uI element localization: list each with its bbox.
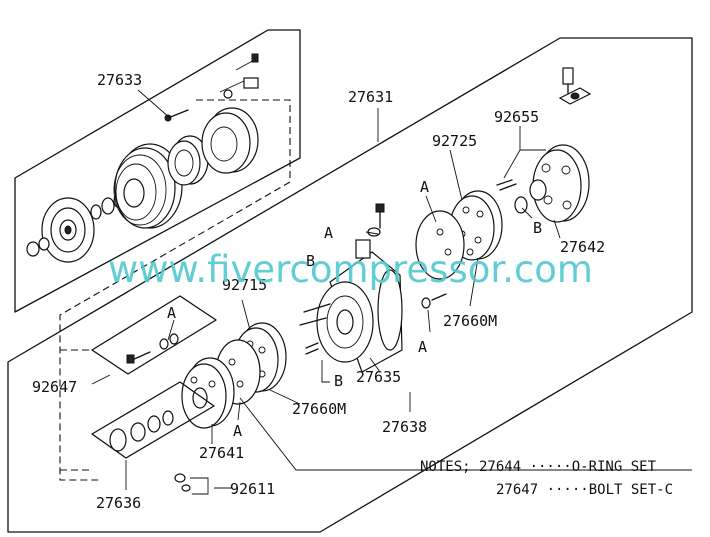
label-92655: 92655	[494, 108, 539, 126]
dashed-guides	[59, 99, 291, 481]
main-assembly-box	[7, 37, 693, 533]
rear-head	[529, 144, 590, 223]
screw-left	[164, 109, 189, 122]
label-a-rear: A	[420, 178, 429, 196]
side-screw	[421, 293, 447, 309]
notes-line-2: 27647 ·····BOLT SET-C	[496, 482, 673, 498]
notes-line-1: NOTES; 27644 ·····O-RING SET	[420, 459, 657, 475]
label-27631: 27631	[348, 88, 393, 106]
label-b-body: B	[306, 252, 315, 270]
label-92725: 92725	[432, 132, 477, 150]
clutch-set-box	[14, 29, 301, 313]
label-a-boltset: A	[167, 304, 176, 322]
watermark: www.fivercompressor.com	[108, 248, 593, 291]
front-pins	[305, 342, 319, 355]
label-b-front: B	[334, 372, 343, 390]
front-head	[181, 357, 235, 429]
label-27660m-upper: 27660M	[443, 312, 497, 330]
gasket-rear	[415, 210, 465, 280]
label-27660m-lower: 27660M	[292, 400, 346, 418]
label-27635: 27635	[356, 368, 401, 386]
label-92611: 92611	[230, 480, 275, 498]
body-bolt	[367, 203, 385, 237]
label-a-side: A	[418, 338, 427, 356]
relief-valve	[558, 67, 592, 105]
label-92647: 92647	[32, 378, 77, 396]
label-a-front: A	[233, 422, 242, 440]
clutch-plate	[41, 197, 95, 263]
label-27636: 27636	[96, 494, 141, 512]
seal-kit-box	[91, 381, 215, 459]
pulley	[113, 143, 183, 229]
bearing	[167, 135, 209, 186]
label-92715: 92715	[222, 276, 267, 294]
fitting-92611	[174, 473, 209, 495]
label-27633: 27633	[97, 71, 142, 89]
label-27642: 27642	[560, 238, 605, 256]
label-a-body: A	[324, 224, 333, 242]
field-coil	[201, 53, 259, 174]
rear-seal-parts	[496, 179, 528, 214]
label-b-rear: B	[533, 219, 542, 237]
label-27638: 27638	[382, 418, 427, 436]
compressor-body	[299, 239, 403, 373]
label-27641: 27641	[199, 444, 244, 462]
leader-lines	[91, 89, 692, 490]
bolt-set-box	[91, 295, 217, 375]
